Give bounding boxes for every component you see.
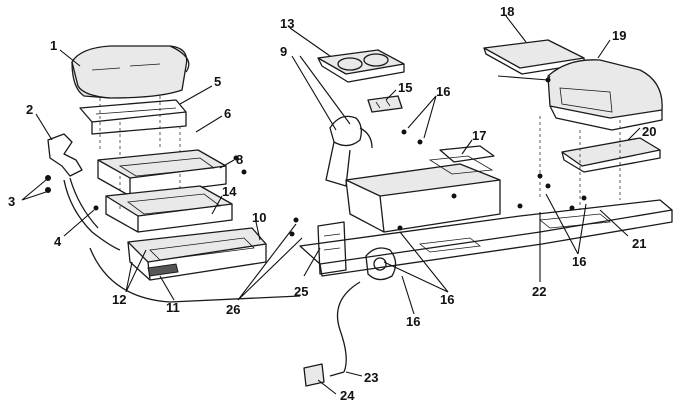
armrest-lid	[71, 45, 190, 99]
switch-panel	[367, 95, 403, 113]
callout-20: 20	[642, 124, 656, 139]
callout-25: 25	[294, 284, 308, 299]
callout-1: 1	[50, 38, 57, 53]
callout-22: 22	[532, 284, 546, 299]
storage-tray-lower	[105, 185, 233, 233]
callout-18: 18	[500, 4, 514, 19]
callout-3: 3	[8, 194, 15, 209]
shift-boot	[325, 115, 373, 187]
console-base-frame	[299, 199, 673, 277]
callout-24: 24	[340, 388, 355, 403]
callout-14: 14	[222, 184, 237, 199]
callout-23: 23	[364, 370, 378, 385]
rear-console-housing	[547, 59, 663, 131]
callout-8: 8	[236, 152, 243, 167]
wire-harness	[336, 281, 361, 373]
callout-labels: 1 2 3 4 5 6 8 9 10 11 12 13 14 15 16 16 …	[8, 4, 656, 403]
callout-16-center: 16	[440, 292, 454, 307]
callout-5: 5	[214, 74, 221, 89]
callout-16-right: 16	[572, 254, 586, 269]
callout-2: 2	[26, 102, 33, 117]
leader-lines	[21, 15, 641, 395]
callout-4: 4	[54, 234, 62, 249]
callout-15: 15	[398, 80, 412, 95]
motor-assembly	[365, 247, 397, 281]
callout-26: 26	[226, 302, 240, 317]
callout-10: 10	[252, 210, 266, 225]
callout-19: 19	[612, 28, 626, 43]
callout-16-lower: 16	[406, 314, 420, 329]
floor-console-body	[345, 145, 501, 233]
storage-tray-upper	[97, 149, 227, 197]
console-base-left	[89, 227, 301, 303]
callout-6: 6	[224, 106, 231, 121]
fasteners	[45, 77, 587, 237]
callout-11: 11	[166, 300, 180, 315]
cup-holder	[317, 49, 405, 83]
callout-13: 13	[280, 16, 294, 31]
support-rod	[63, 179, 121, 251]
callout-16-top: 16	[436, 84, 450, 99]
latch-bracket	[47, 133, 83, 177]
callout-21: 21	[632, 236, 646, 251]
callout-12: 12	[112, 292, 126, 307]
rear-mount-bracket	[561, 137, 661, 173]
shift-bracket	[317, 221, 347, 275]
callout-17: 17	[472, 128, 486, 143]
lid-hinge-plate	[79, 99, 187, 135]
callout-9: 9	[280, 44, 287, 59]
mounting-bracket	[147, 263, 179, 277]
